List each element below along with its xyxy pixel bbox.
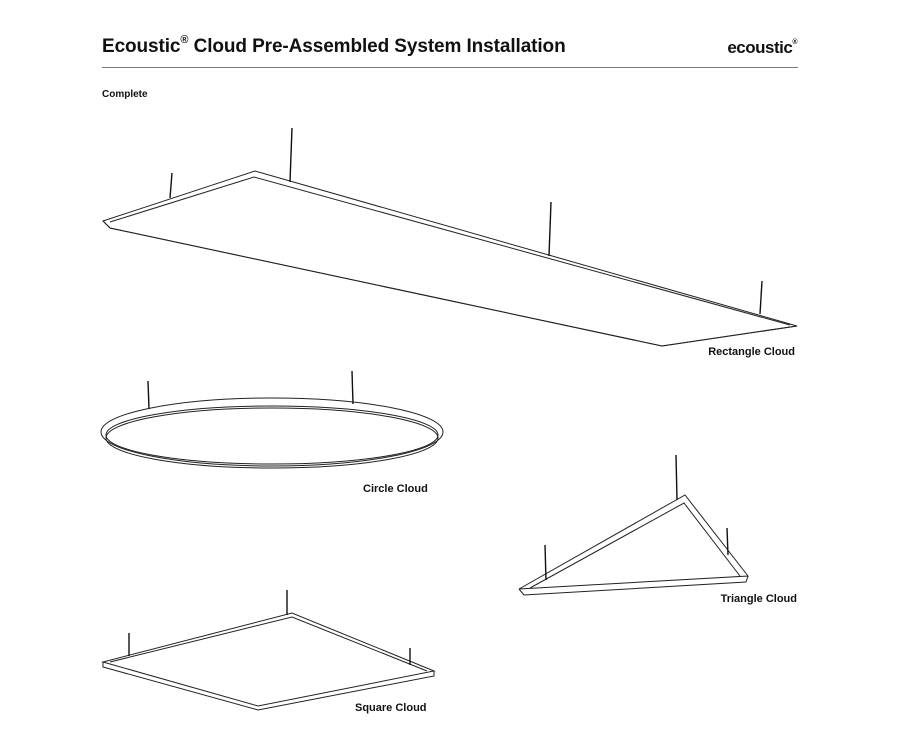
triangle-cloud-wire <box>726 527 729 556</box>
square-cloud-panel <box>101 612 436 707</box>
square-cloud-label: Square Cloud <box>355 702 427 714</box>
square-cloud-drawing <box>101 590 436 711</box>
rectangle-cloud-panel <box>102 170 798 347</box>
rectangle-cloud-bevel <box>109 176 791 326</box>
triangle-cloud-drawing <box>518 454 749 596</box>
circle-cloud-label: Circle Cloud <box>363 483 428 495</box>
circle-cloud-drawing <box>100 370 444 469</box>
circle-cloud-panel <box>100 397 444 467</box>
square-cloud-edge <box>102 662 435 711</box>
rectangle-cloud-wire <box>289 127 293 183</box>
registered-mark: ® <box>180 34 189 46</box>
circle-cloud-face <box>105 407 439 469</box>
header-divider <box>102 67 798 68</box>
triangle-cloud-edge <box>518 575 749 596</box>
rectangle-cloud-wire <box>169 172 173 199</box>
triangle-cloud-bevel <box>529 502 741 589</box>
rectangle-cloud-wire <box>548 201 552 257</box>
triangle-cloud-wire <box>675 454 678 501</box>
triangle-cloud-panel <box>518 494 749 590</box>
rectangle-cloud-label: Rectangle Cloud <box>708 346 795 358</box>
circle-cloud-wire <box>147 380 150 410</box>
page-title: Ecoustic® Cloud Pre-Assembled System Ins… <box>102 34 566 57</box>
circle-cloud-rim <box>105 405 439 465</box>
rectangle-cloud-wire <box>759 280 763 315</box>
rectangle-cloud-edge <box>102 220 798 347</box>
square-cloud-bevel <box>109 616 428 672</box>
section-label: Complete <box>102 89 148 100</box>
triangle-cloud-label: Triangle Cloud <box>720 593 797 605</box>
triangle-cloud-wire <box>544 544 547 581</box>
rectangle-cloud-drawing <box>102 127 798 347</box>
circle-cloud-wire <box>351 370 354 405</box>
brand-logo: ecoustic® <box>727 38 797 57</box>
